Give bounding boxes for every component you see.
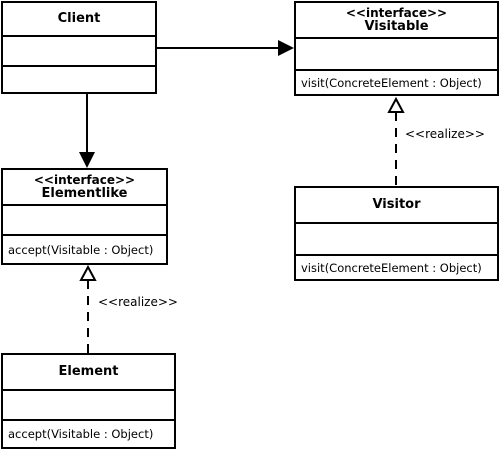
visitable-operations: visit(ConcreteElement : Object) (296, 69, 497, 94)
client-operations (3, 65, 155, 92)
visitable-operation: visit(ConcreteElement : Object) (301, 75, 482, 90)
element-realize-label: <<realize>> (98, 295, 178, 309)
client-elementlike-arrowhead (79, 152, 95, 168)
visitor-header: Visitor (296, 188, 497, 222)
element-name: Element (58, 364, 119, 379)
element-header: Element (3, 355, 174, 389)
elementlike-operation: accept(Visitable : Object) (8, 242, 154, 257)
elementlike-attributes (3, 204, 166, 234)
elementlike-name: Elementlike (41, 186, 128, 201)
visitor-realize-label: <<realize>> (405, 127, 485, 141)
element-realize-triangle (79, 264, 97, 281)
class-visitor[interactable]: Visitor visit(ConcreteElement : Object) (294, 186, 499, 281)
visitor-operations: visit(ConcreteElement : Object) (296, 254, 497, 279)
client-header: Client (3, 3, 155, 35)
elementlike-stereotype: <<interface>> (33, 173, 136, 187)
visitor-operation: visit(ConcreteElement : Object) (301, 260, 482, 275)
client-name: Client (57, 11, 101, 26)
visitor-attributes (296, 222, 497, 254)
elementlike-header: <<interface>> Elementlike (3, 170, 166, 204)
class-element[interactable]: Element accept(Visitable : Object) (1, 353, 176, 449)
visitable-attributes (296, 37, 497, 69)
visitable-header: <<interface>> Visitable (296, 3, 497, 37)
elementlike-operations: accept(Visitable : Object) (3, 234, 166, 263)
visitable-stereotype: <<interface>> (345, 6, 448, 20)
class-client[interactable]: Client (1, 1, 157, 94)
client-visitable-arrowhead (278, 40, 294, 56)
element-operation: accept(Visitable : Object) (8, 427, 154, 441)
element-attributes (3, 389, 174, 419)
class-elementlike[interactable]: <<interface>> Elementlike accept(Visitab… (1, 168, 168, 265)
visitable-name: Visitable (364, 19, 429, 34)
element-operations: accept(Visitable : Object) (3, 419, 174, 447)
client-attributes (3, 35, 155, 65)
visitor-name: Visitor (372, 197, 421, 212)
visitor-realize-triangle (387, 96, 405, 113)
class-visitable[interactable]: <<interface>> Visitable visit(ConcreteEl… (294, 1, 499, 96)
